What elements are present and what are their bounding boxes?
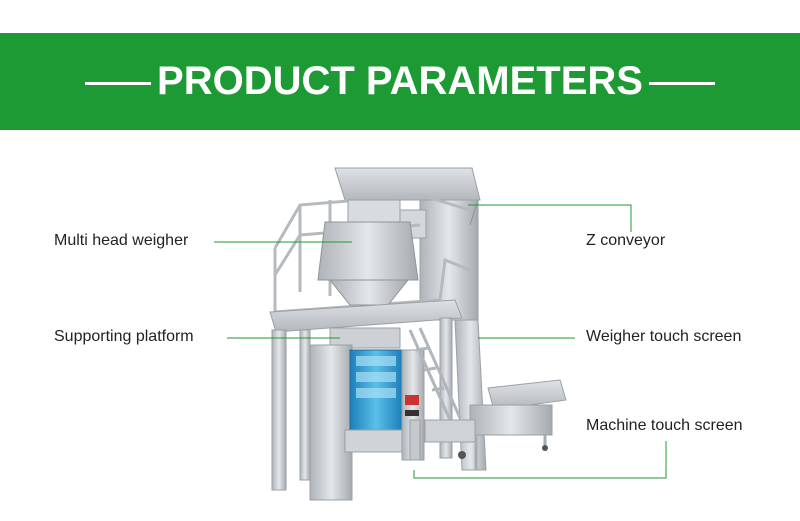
leader-line-z-conveyor — [468, 204, 632, 232]
inclined-conveyor-ladder — [408, 327, 462, 421]
banner-left-rule — [85, 82, 152, 85]
header-banner: PRODUCT PARAMETERS — [0, 33, 800, 130]
label-multi-head-weigher: Multi head weigher — [54, 232, 189, 249]
leader-line-machine-touch-screen — [413, 441, 667, 479]
output-conveyor — [424, 379, 567, 470]
label-z-conveyor: Z conveyor — [586, 232, 666, 249]
label-weigher-touch-screen: Weigher touch screen — [586, 328, 742, 345]
page-title: PRODUCT PARAMETERS — [157, 59, 643, 103]
vertical-packing-machine — [309, 344, 425, 501]
banner-title-row: PRODUCT PARAMETERS — [0, 33, 800, 130]
banner-right-rule — [648, 82, 715, 85]
label-supporting-platform: Supporting platform — [54, 328, 194, 345]
leader-lines — [214, 204, 667, 479]
label-machine-touch-screen: Machine touch screen — [586, 417, 743, 434]
